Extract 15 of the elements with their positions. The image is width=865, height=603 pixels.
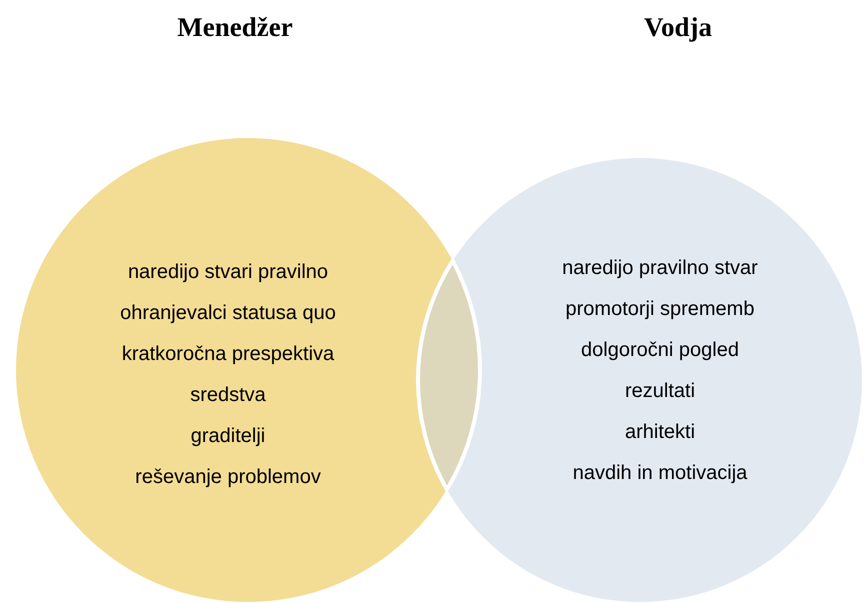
list-item: navdih in motivacija [572,461,748,486]
venn-overlap [416,258,482,492]
circle-heading: Menedžer [177,12,293,43]
list-item: rezultati [624,379,696,404]
list-item: ohranjevalci statusa quo [120,301,336,326]
circle-heading: Vodja [644,12,712,43]
list-item: dolgoročni pogled [581,338,739,363]
list-item: kratkoročna prespektiva [122,342,334,367]
list-item: graditelji [190,424,266,449]
list-item: naredijo pravilno stvar [562,256,758,281]
list-item: naredijo stvari pravilno [128,260,328,285]
list-item: arhitekti [624,420,696,445]
list-item: reševanje problemov [135,465,321,490]
list-item: sredstva [190,383,266,408]
list-item: promotorji sprememb [566,297,754,322]
